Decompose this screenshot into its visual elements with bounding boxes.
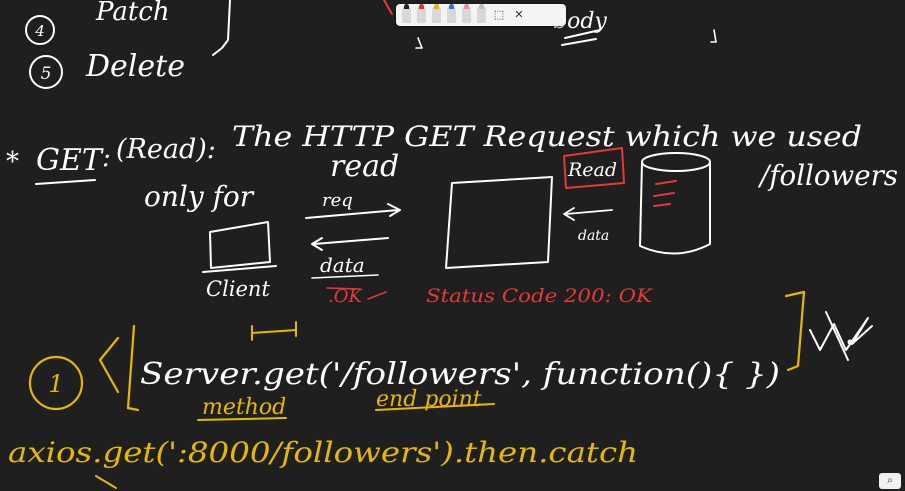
list-item-patch: Patch [95,0,170,27]
list-number-circle-5 [29,55,63,89]
method-label: method [202,395,286,420]
read-word: read [330,149,399,184]
red-scribble-top [383,0,393,15]
data-arrow [311,237,389,251]
client-laptop-icon [209,221,271,269]
get-definition-line2: only for [144,180,255,213]
read-box-label: Read [567,159,617,181]
yellow-bracket-right [784,290,806,372]
data-small-arrow [563,207,613,221]
database-icon [641,152,711,172]
client-label: Client [206,277,270,301]
highlighter-yellow-tool[interactable] [432,4,441,23]
get-separator: : [102,143,111,173]
yellow-bracket-left-inner [126,324,136,410]
pen-red-tool[interactable] [417,4,426,23]
followers-endpoint-label: /followers [757,159,898,192]
get-keyword: GET [36,143,104,178]
close-icon[interactable]: ✕ [514,8,524,21]
endpoint-label: end point [376,387,482,412]
zoom-icon[interactable]: ⌕ [879,473,901,489]
get-definition-line1: The HTTP GET Request which we used [232,120,862,153]
code-num-1: 1 [48,370,63,398]
get-underline [35,179,96,185]
data-small-label: data [578,228,609,244]
read-box [563,147,625,189]
data-label: data [320,253,365,277]
ok-label: .OK [328,286,363,307]
eraser-tool[interactable] [477,4,486,23]
list-item-delete: Delete [85,49,185,84]
small-tick-2 [710,29,717,43]
small-tick-1 [415,37,423,49]
lasso-icon[interactable]: ⬚ [493,8,505,21]
code-number-circle-1 [28,355,84,411]
list-number-circle-4 [25,15,55,45]
list-num-4: 4 [34,22,45,40]
top-bracket-stroke [212,0,231,56]
yellow-bracket-left-outer [98,336,120,394]
get-bullet: * [6,147,19,177]
drawing-toolbar: ⬚ ✕ [396,4,566,26]
pen-blue-tool[interactable] [447,4,456,23]
server-get-code: Server.get('/followers', function(){ }) [140,357,780,392]
database-rows [653,180,677,207]
pen-pink-tool[interactable] [462,4,471,23]
method-marker [251,321,297,341]
status-code-label: Status Code 200: OK [426,285,654,307]
server-box-icon [445,176,553,269]
pen-black-tool[interactable] [402,4,411,23]
get-read-paren: (Read): [116,134,216,165]
req-arrow [305,203,401,219]
list-num-5: 5 [41,64,52,84]
axios-get-code: axios.get(':8000/followers').then.catch [8,436,638,469]
body-underline [561,29,601,46]
star-scribble [809,311,873,361]
req-label: req [322,190,353,211]
